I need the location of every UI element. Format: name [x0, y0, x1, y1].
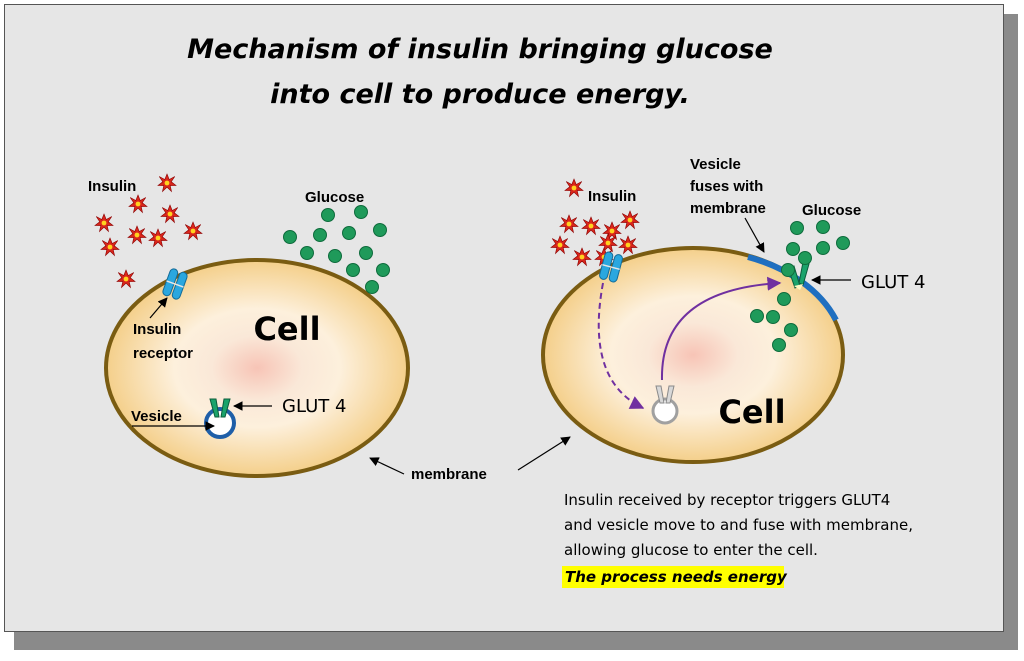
- insulin-icon: [128, 194, 148, 213]
- ghost-vesicle-icon: [651, 397, 679, 425]
- right-insulin-label: Insulin: [588, 188, 636, 205]
- glucose-icon: [798, 251, 812, 265]
- description-line-3: allowing glucose to enter the cell.: [564, 541, 818, 559]
- receptor-label-line2: receptor: [133, 345, 193, 362]
- insulin-icon: [564, 178, 584, 197]
- glucose-icon: [300, 246, 314, 260]
- glucose-icon: [790, 221, 804, 235]
- insulin-icon: [581, 216, 601, 235]
- insulin-icon: [183, 221, 203, 240]
- glucose-icon: [342, 226, 356, 240]
- left-glucose-label: Glucose: [305, 189, 364, 206]
- insulin-icon: [127, 225, 147, 244]
- glucose-icon: [359, 246, 373, 260]
- glucose-icon: [376, 263, 390, 277]
- left-glut4-icon: [209, 398, 231, 418]
- receptor-pointer-arrow: [149, 297, 168, 319]
- glucose-icon: [328, 249, 342, 263]
- right-glucose-label: Glucose: [802, 202, 861, 219]
- insulin-icon: [148, 228, 168, 247]
- vesicle-fuses-line3: membrane: [690, 200, 766, 217]
- glucose-icon: [373, 223, 387, 237]
- glucose-icon: [283, 230, 297, 244]
- glucose-icon: [784, 323, 798, 337]
- right-cell: Cell Insulin: [541, 156, 925, 464]
- glucose-icon: [781, 263, 795, 277]
- signal-pathway-arrow: [597, 282, 645, 409]
- description-line-2: and vesicle move to and fuse with membra…: [564, 516, 913, 534]
- insulin-icon: [559, 214, 579, 233]
- insulin-icon: [618, 235, 638, 254]
- insulin-icon: [157, 173, 177, 192]
- insulin-icon: [620, 210, 640, 229]
- title-line-1: Mechanism of insulin bringing glucose: [187, 34, 773, 65]
- insulin-icon: [602, 221, 622, 240]
- membrane-arrow-left: [369, 457, 405, 475]
- vesicle-fuses-line1: Vesicle: [690, 156, 741, 173]
- left-glut4-label: GLUT 4: [282, 396, 346, 417]
- right-cell-membrane: [541, 246, 845, 464]
- ghost-glut4-icon: [655, 385, 675, 404]
- glucose-icon: [321, 208, 335, 222]
- left-cell-membrane: [104, 258, 410, 478]
- energy-highlight: [562, 566, 784, 588]
- glucose-icon: [313, 228, 327, 242]
- insulin-icon: [100, 237, 120, 256]
- left-vesicle-icon: [204, 407, 236, 439]
- title-line-2: into cell to produce energy.: [270, 79, 690, 110]
- insulin-icon: [550, 235, 570, 254]
- glucose-icon: [365, 280, 379, 294]
- insulin-icon: [572, 247, 592, 266]
- left-vesicle-label: Vesicle: [131, 408, 182, 425]
- vesicle-fuses-line2: fuses with: [690, 178, 763, 195]
- insulin-icon: [116, 269, 136, 288]
- description-line-1: Insulin received by receptor triggers GL…: [564, 491, 890, 509]
- left-cell-label: Cell: [253, 310, 320, 348]
- energy-note: The process needs energy: [565, 568, 788, 586]
- vesicle-fuses-arrow: [744, 217, 765, 253]
- left-cell: Cell Insulin Glucose: [88, 173, 410, 478]
- insulin-icon: [160, 204, 180, 223]
- left-insulin-label: Insulin: [88, 178, 136, 195]
- glucose-icon: [346, 263, 360, 277]
- vesicle-movement-arrow: [660, 276, 782, 381]
- insulin-icon: [94, 213, 114, 232]
- glucose-icon: [354, 205, 368, 219]
- receptor-label-line1: Insulin: [133, 321, 181, 338]
- glucose-icon: [777, 292, 791, 306]
- glucose-icon: [816, 241, 830, 255]
- glucose-icon: [772, 338, 786, 352]
- right-cell-label: Cell: [718, 393, 785, 431]
- glucose-icon: [750, 309, 764, 323]
- membrane-label: membrane: [411, 466, 487, 483]
- glucose-icon: [766, 310, 780, 324]
- glucose-icon: [816, 220, 830, 234]
- glucose-icon: [836, 236, 850, 250]
- glucose-icon: [786, 242, 800, 256]
- membrane-arrow-right: [517, 436, 571, 471]
- right-glut4-label: GLUT 4: [861, 272, 925, 293]
